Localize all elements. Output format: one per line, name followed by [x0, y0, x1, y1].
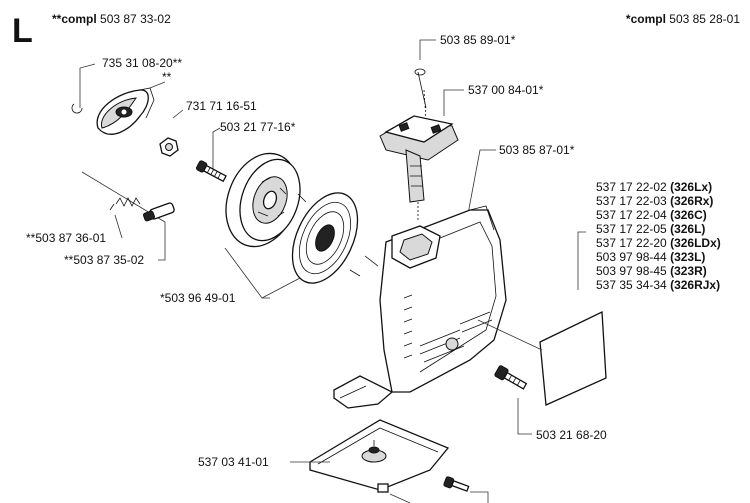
- label-731-71-16-51: 731 71 16-51: [186, 99, 257, 113]
- label-537-00-84-01: 537 00 84-01*: [468, 83, 544, 97]
- pawl-carrier-part: [96, 87, 155, 135]
- header-right-prefix: *compl: [626, 12, 666, 26]
- leader-50385-87: [467, 149, 496, 215]
- starter-handle-part: [379, 115, 459, 203]
- section-letter: L: [12, 12, 33, 50]
- leader-50321-77: [212, 127, 221, 170]
- leader-lower-screw: [470, 491, 489, 503]
- circlip-part: [71, 103, 83, 114]
- leader-plate-edge: [389, 493, 411, 503]
- header-left-prefix: **compl: [52, 12, 97, 26]
- header-left-compl: **compl 503 87 33-02: [52, 12, 171, 26]
- label-503-87-35-02: **503 87 35-02: [64, 253, 144, 267]
- leader-53700: [443, 89, 464, 116]
- model-list: 537 17 22-02 (326Lx) 537 17 22-03 (326Rx…: [596, 180, 721, 292]
- leader-model-list: [577, 231, 586, 290]
- decal-part: [539, 310, 607, 406]
- label-537-03-41-01: 537 03 41-01: [198, 455, 269, 469]
- leader-group-left: [81, 171, 166, 261]
- label-double-star: **: [162, 70, 172, 84]
- screw-part: [195, 160, 227, 183]
- pulley-part: [225, 152, 301, 248]
- label-503-85-89-01: 503 85 89-01*: [440, 33, 516, 47]
- header-right-number: 503 85 28-01: [669, 12, 740, 26]
- leader-50387-36: [114, 214, 123, 239]
- leader-50321-68: [517, 398, 532, 435]
- leader-731: [172, 109, 184, 119]
- recoil-spring-part: [291, 192, 361, 284]
- model-list-item: 537 17 22-02 (326Lx): [596, 180, 712, 194]
- leader-50396-b: [261, 277, 301, 299]
- header-left-number: 503 87 33-02: [100, 12, 171, 26]
- model-list-item: 503 97 98-45 (323R): [596, 264, 707, 278]
- label-503-87-36-01: **503 87 36-01: [26, 231, 106, 245]
- label-503-21-68-20: 503 21 68-20: [536, 428, 607, 442]
- model-list-item: 503 97 98-44 (323L): [596, 250, 705, 264]
- leader-735: [79, 63, 96, 108]
- starter-housing-part: [333, 205, 507, 409]
- spring-part: [109, 197, 141, 211]
- model-list-item: 537 17 22-03 (326Rx): [596, 194, 713, 208]
- header-right-compl: *compl 503 85 28-01: [626, 12, 740, 26]
- leader-stars: [149, 81, 166, 89]
- model-list-item: 537 35 34-34 (326RJx): [596, 278, 720, 292]
- leader-spring-axis: [364, 255, 379, 267]
- label-503-21-77-16: 503 21 77-16*: [220, 120, 296, 134]
- bolt-part: [494, 365, 528, 390]
- lower-screw-part: [443, 476, 470, 492]
- pawl-part: [142, 202, 175, 222]
- base-plate-part: [309, 419, 450, 493]
- model-list-item: 537 17 22-20 (326LDx): [596, 236, 721, 250]
- label-503-85-87-01: 503 85 87-01*: [499, 143, 575, 157]
- model-list-item: 537 17 22-05 (326L): [596, 222, 705, 236]
- leader-decal-housing: [477, 319, 543, 351]
- nut-part: [159, 137, 179, 157]
- leader-50385-89: [419, 39, 436, 60]
- model-list-item: 537 17 22-04 (326C): [596, 208, 707, 222]
- label-735-31-08-20: 735 31 08-20**: [102, 56, 182, 70]
- rope-part: [414, 68, 429, 151]
- label-503-96-49-01: *503 96 49-01: [160, 291, 236, 305]
